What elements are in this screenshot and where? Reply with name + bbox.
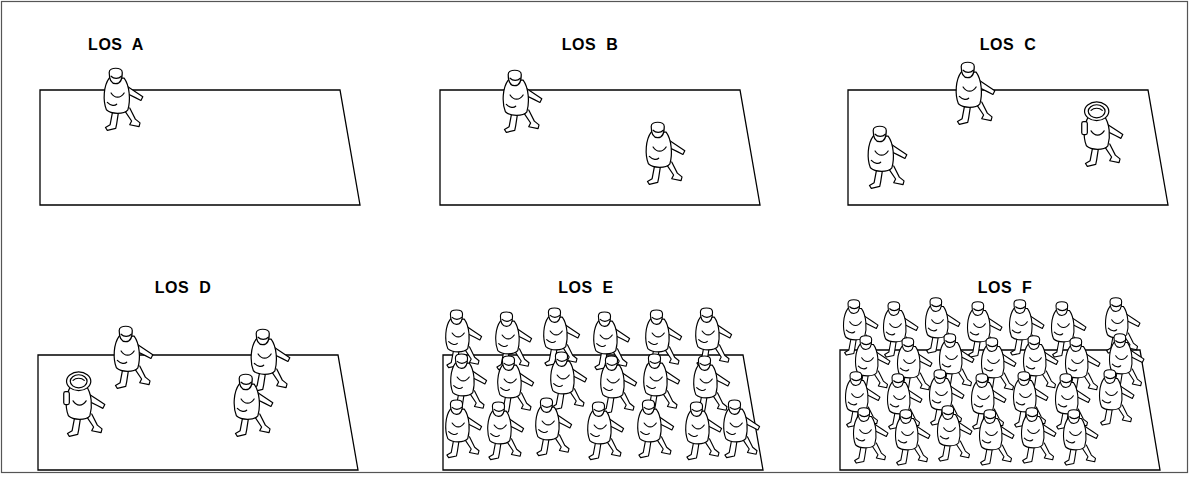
- los-panel: LOS D: [38, 271, 360, 472]
- pedestrian: [844, 300, 879, 355]
- pedestrian: [980, 410, 1015, 465]
- pedestrian: [968, 302, 1003, 357]
- los-panel: LOS A: [40, 28, 362, 207]
- pedestrian: [646, 122, 685, 184]
- pedestrian: [868, 126, 907, 188]
- pedestrian: [251, 329, 290, 391]
- pedestrian: [104, 68, 143, 130]
- pedestrian: [1064, 410, 1099, 465]
- pedestrian: [686, 402, 722, 460]
- pedestrian: [488, 402, 524, 460]
- pedestrian: [1014, 372, 1049, 427]
- pedestrian: [694, 356, 730, 414]
- walkway-area: [443, 271, 765, 472]
- pedestrian: [854, 408, 889, 463]
- pedestrian: [446, 310, 482, 368]
- pedestrian: [930, 370, 965, 425]
- pedestrian: [594, 312, 630, 370]
- los-panel: LOS F: [840, 271, 1162, 472]
- pedestrian: [1082, 102, 1123, 166]
- pedestrian: [696, 308, 732, 366]
- pedestrian: [498, 356, 534, 414]
- pedestrian: [234, 374, 273, 436]
- pedestrian: [638, 400, 674, 458]
- level-of-service-label: LOS F: [978, 279, 1033, 297]
- pedestrian: [644, 354, 680, 412]
- walkway-outline: [38, 355, 358, 470]
- pedestrian: [601, 356, 637, 414]
- pedestrian: [956, 62, 995, 124]
- pedestrian: [724, 400, 760, 458]
- walkway-outline: [440, 90, 760, 205]
- pedestrian: [451, 354, 487, 412]
- pedestrian: [114, 326, 153, 388]
- pedestrian: [588, 402, 624, 460]
- pedestrian: [1106, 298, 1141, 353]
- walkway-area: [848, 28, 1170, 207]
- pedestrian: [856, 336, 891, 391]
- pedestrian: [1056, 374, 1091, 429]
- walkway-area: [38, 271, 360, 472]
- walkway-area: [840, 271, 1162, 472]
- frame-border: [2, 2, 1188, 473]
- pedestrian: [982, 338, 1017, 393]
- pedestrian: [926, 298, 961, 353]
- level-of-service-label: LOS A: [88, 36, 144, 54]
- pedestrian: [503, 70, 542, 132]
- pedestrian: [846, 372, 881, 427]
- level-of-service-label: LOS E: [558, 279, 614, 297]
- los-panel: LOS B: [440, 28, 762, 207]
- pedestrian: [884, 302, 919, 357]
- walkway-outline: [848, 90, 1168, 205]
- pedestrian: [1110, 334, 1145, 389]
- walkway-outline: [40, 90, 360, 205]
- pedestrian: [938, 406, 973, 461]
- pedestrian: [536, 398, 572, 456]
- pedestrian: [1024, 336, 1059, 391]
- pedestrian: [1052, 302, 1087, 357]
- walkway-outline: [443, 355, 763, 470]
- pedestrian: [898, 338, 933, 393]
- pedestrian: [972, 374, 1007, 429]
- pedestrian: [940, 334, 975, 389]
- los-panel: LOS E: [443, 271, 765, 472]
- pedestrian: [1010, 300, 1045, 355]
- pedestrian: [496, 312, 532, 370]
- walkway-area: [440, 28, 762, 207]
- pedestrian: [1022, 408, 1057, 463]
- level-of-service-label: LOS C: [980, 36, 1036, 54]
- pedestrian: [551, 352, 587, 410]
- los-panel: LOS C: [848, 28, 1170, 207]
- pedestrian: [1066, 338, 1101, 393]
- pedestrian: [446, 400, 482, 458]
- pedestrian: [1100, 370, 1135, 425]
- walkway-outline: [840, 350, 1160, 470]
- pedestrian: [544, 308, 580, 366]
- pedestrian: [64, 372, 105, 436]
- pedestrian: [896, 410, 931, 465]
- pedestrian: [888, 374, 923, 429]
- pedestrian: [646, 310, 682, 368]
- walkway-area: [40, 28, 362, 207]
- level-of-service-label: LOS B: [562, 36, 618, 54]
- level-of-service-label: LOS D: [155, 279, 211, 297]
